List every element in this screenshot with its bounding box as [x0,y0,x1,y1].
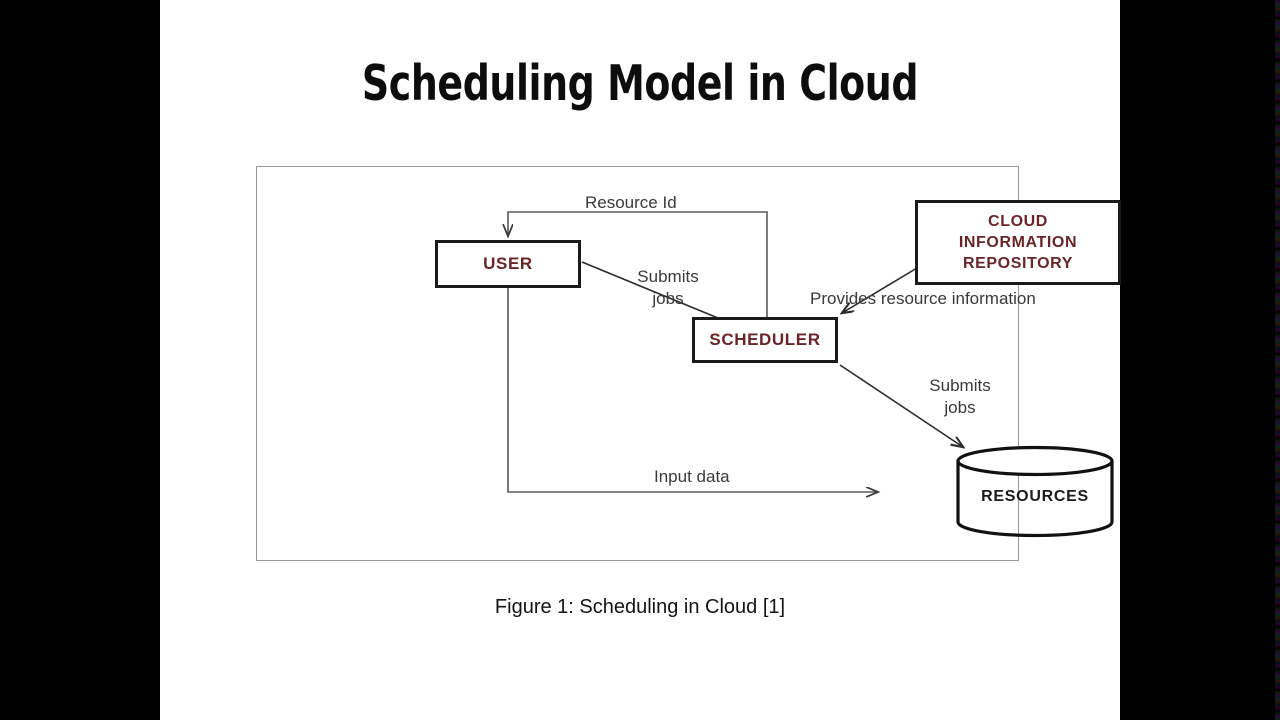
edge-label-submits-jobs-scheduler-line1: Submits [929,376,991,395]
edge-label-submits-jobs-user-line1: Submits [637,267,699,286]
node-resources-label: RESOURCES [981,488,1089,505]
node-scheduler-label: SCHEDULER [709,330,821,349]
edge-label-input-data: Input data [654,467,730,486]
edge-label-resource-id: Resource Id [585,193,677,212]
diagram-connectors [256,166,1019,561]
edge-label-provides-resource-information: Provides resource information [810,289,1036,308]
node-cir-label-line1: CLOUD [988,212,1048,230]
edge-label-submits-jobs-user-line2: jobs [652,288,684,308]
figure-caption: Figure 1: Scheduling in Cloud [1] [494,596,786,618]
letterbox-bar-left [0,0,160,720]
database-cylinder-icon [956,445,1114,538]
node-cir-label-line3: REPOSITORY [962,255,1074,273]
slide-content: Scheduling Model in Cloud [160,0,1121,720]
edge-label-submits-jobs-scheduler-line2: jobs [944,397,976,417]
page-title: Scheduling Model in Cloud [361,55,919,112]
node-scheduler[interactable]: SCHEDULER [692,317,838,363]
figure-frame [256,166,1019,561]
edge-label-submits-jobs-scheduler: Submits jobs [917,375,1003,419]
node-user[interactable]: USER [435,240,581,288]
node-resources[interactable]: RESOURCES [955,445,1115,538]
node-cir-label-line2: INFORMATION [958,233,1078,251]
node-user-label: USER [483,254,533,273]
video-edge-artifact [1275,0,1280,720]
letterbox-bar-right [1120,0,1280,720]
edge-label-submits-jobs-user: Submits jobs [625,266,711,310]
node-cloud-information-repository[interactable]: CLOUD INFORMATION REPOSITORY [915,200,1121,285]
